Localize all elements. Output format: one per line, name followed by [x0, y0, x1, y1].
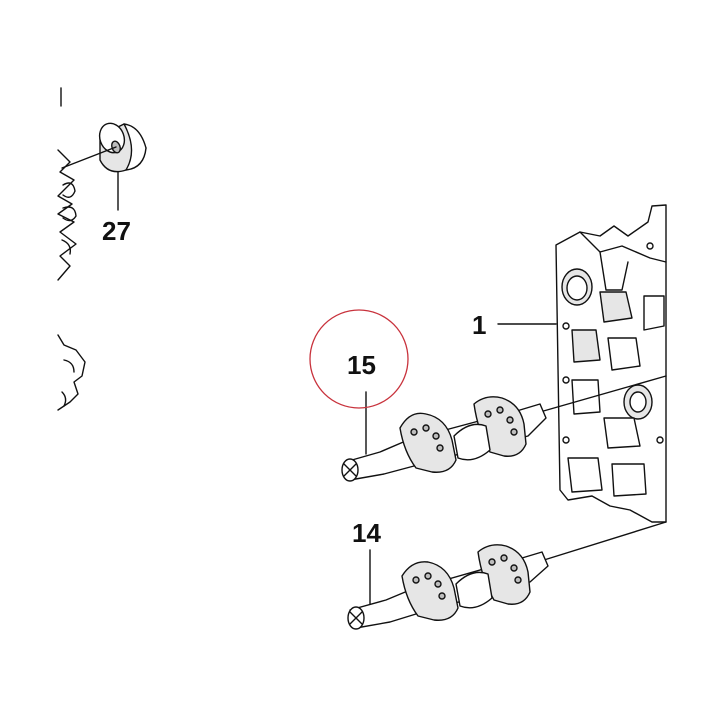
part-27-bushing — [61, 122, 147, 211]
part-15-upper-camshaft — [309, 309, 667, 482]
highlight-ring-15 — [309, 309, 409, 409]
callout-14: 14 — [352, 518, 381, 548]
part-14-lower-camshaft — [347, 521, 667, 630]
callout-27: 27 — [102, 216, 131, 246]
part-1-cylinder-head — [497, 204, 667, 523]
left-partial-assembly — [57, 87, 86, 411]
callout-15: 15 — [347, 350, 376, 380]
callout-1: 1 — [472, 310, 486, 340]
